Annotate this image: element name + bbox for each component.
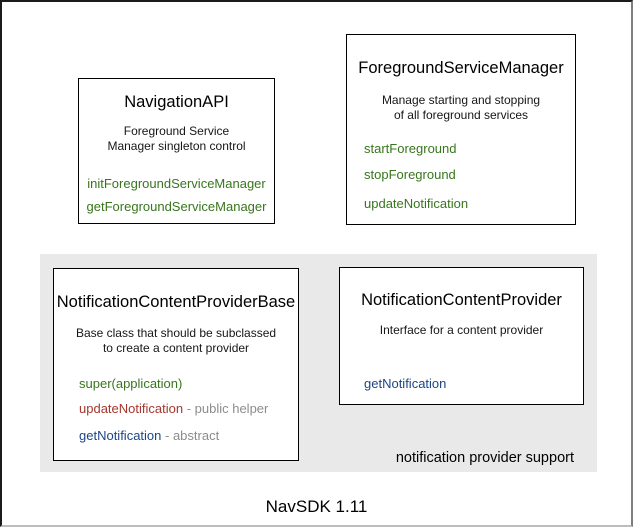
- method-list: initForegroundServiceManager getForegrou…: [79, 176, 274, 215]
- description-line: Base class that should be subclassed: [75, 326, 277, 340]
- method-list: startForeground stopForeground updateNot…: [347, 141, 575, 212]
- method-note: - public helper: [186, 401, 269, 416]
- method-get-notification: getNotification - abstract: [79, 428, 298, 444]
- notification-provider-support-group: NotificationContentProviderBase Base cla…: [40, 254, 597, 472]
- class-title-foreground-service-manager: ForegroundServiceManager: [358, 59, 564, 77]
- description-line: Manage starting and stopping: [381, 93, 541, 107]
- class-box-notification-content-provider: NotificationContentProvider Interface fo…: [339, 267, 584, 405]
- class-description-navigation-api: Foreground Service Manager singleton con…: [79, 124, 274, 153]
- class-title-navigation-api: NavigationAPI: [124, 93, 229, 111]
- method-stop-foreground: stopForeground: [364, 167, 456, 182]
- method-get-foreground-service-manager: getForegroundServiceManager: [86, 199, 267, 214]
- class-box-notification-content-provider-base: NotificationContentProviderBase Base cla…: [53, 268, 299, 461]
- class-title-notification-content-provider: NotificationContentProvider: [361, 291, 562, 309]
- method-label: getNotification: [79, 428, 162, 443]
- method-label: updateNotification: [79, 401, 184, 416]
- class-description-foreground-service-manager: Manage starting and stopping of all fore…: [347, 93, 575, 122]
- description-line: Interface for a content provider: [379, 323, 544, 337]
- method-update-notification: updateNotification: [364, 196, 469, 211]
- class-description-notification-content-provider: Interface for a content provider: [340, 323, 583, 338]
- class-box-foreground-service-manager: ForegroundServiceManager Manage starting…: [346, 34, 576, 225]
- method-super-application: super(application): [79, 376, 183, 391]
- method-list: super(application) updateNotification - …: [54, 376, 298, 444]
- description-line: to create a content provider: [102, 340, 250, 355]
- class-box-navigation-api: NavigationAPI Foreground Service Manager…: [78, 78, 275, 224]
- method-note: - abstract: [165, 428, 220, 443]
- method-init-foreground-service-manager: initForegroundServiceManager: [87, 176, 266, 191]
- description-line: of all foreground services: [393, 107, 529, 122]
- method-get-notification: getNotification: [364, 375, 447, 391]
- description-line: Foreground Service: [123, 124, 230, 138]
- class-title-notification-content-provider-base: NotificationContentProviderBase: [56, 293, 296, 311]
- class-description-notification-content-provider-base: Base class that should be subclassed to …: [54, 326, 298, 355]
- group-label: notification provider support: [395, 450, 574, 466]
- diagram-caption: NavSDK 1.11: [265, 497, 368, 516]
- method-update-notification: updateNotification - public helper: [79, 401, 298, 417]
- description-line: Manager singleton control: [107, 138, 246, 153]
- method-start-foreground: startForeground: [364, 141, 457, 156]
- method-list: getNotification: [340, 376, 583, 392]
